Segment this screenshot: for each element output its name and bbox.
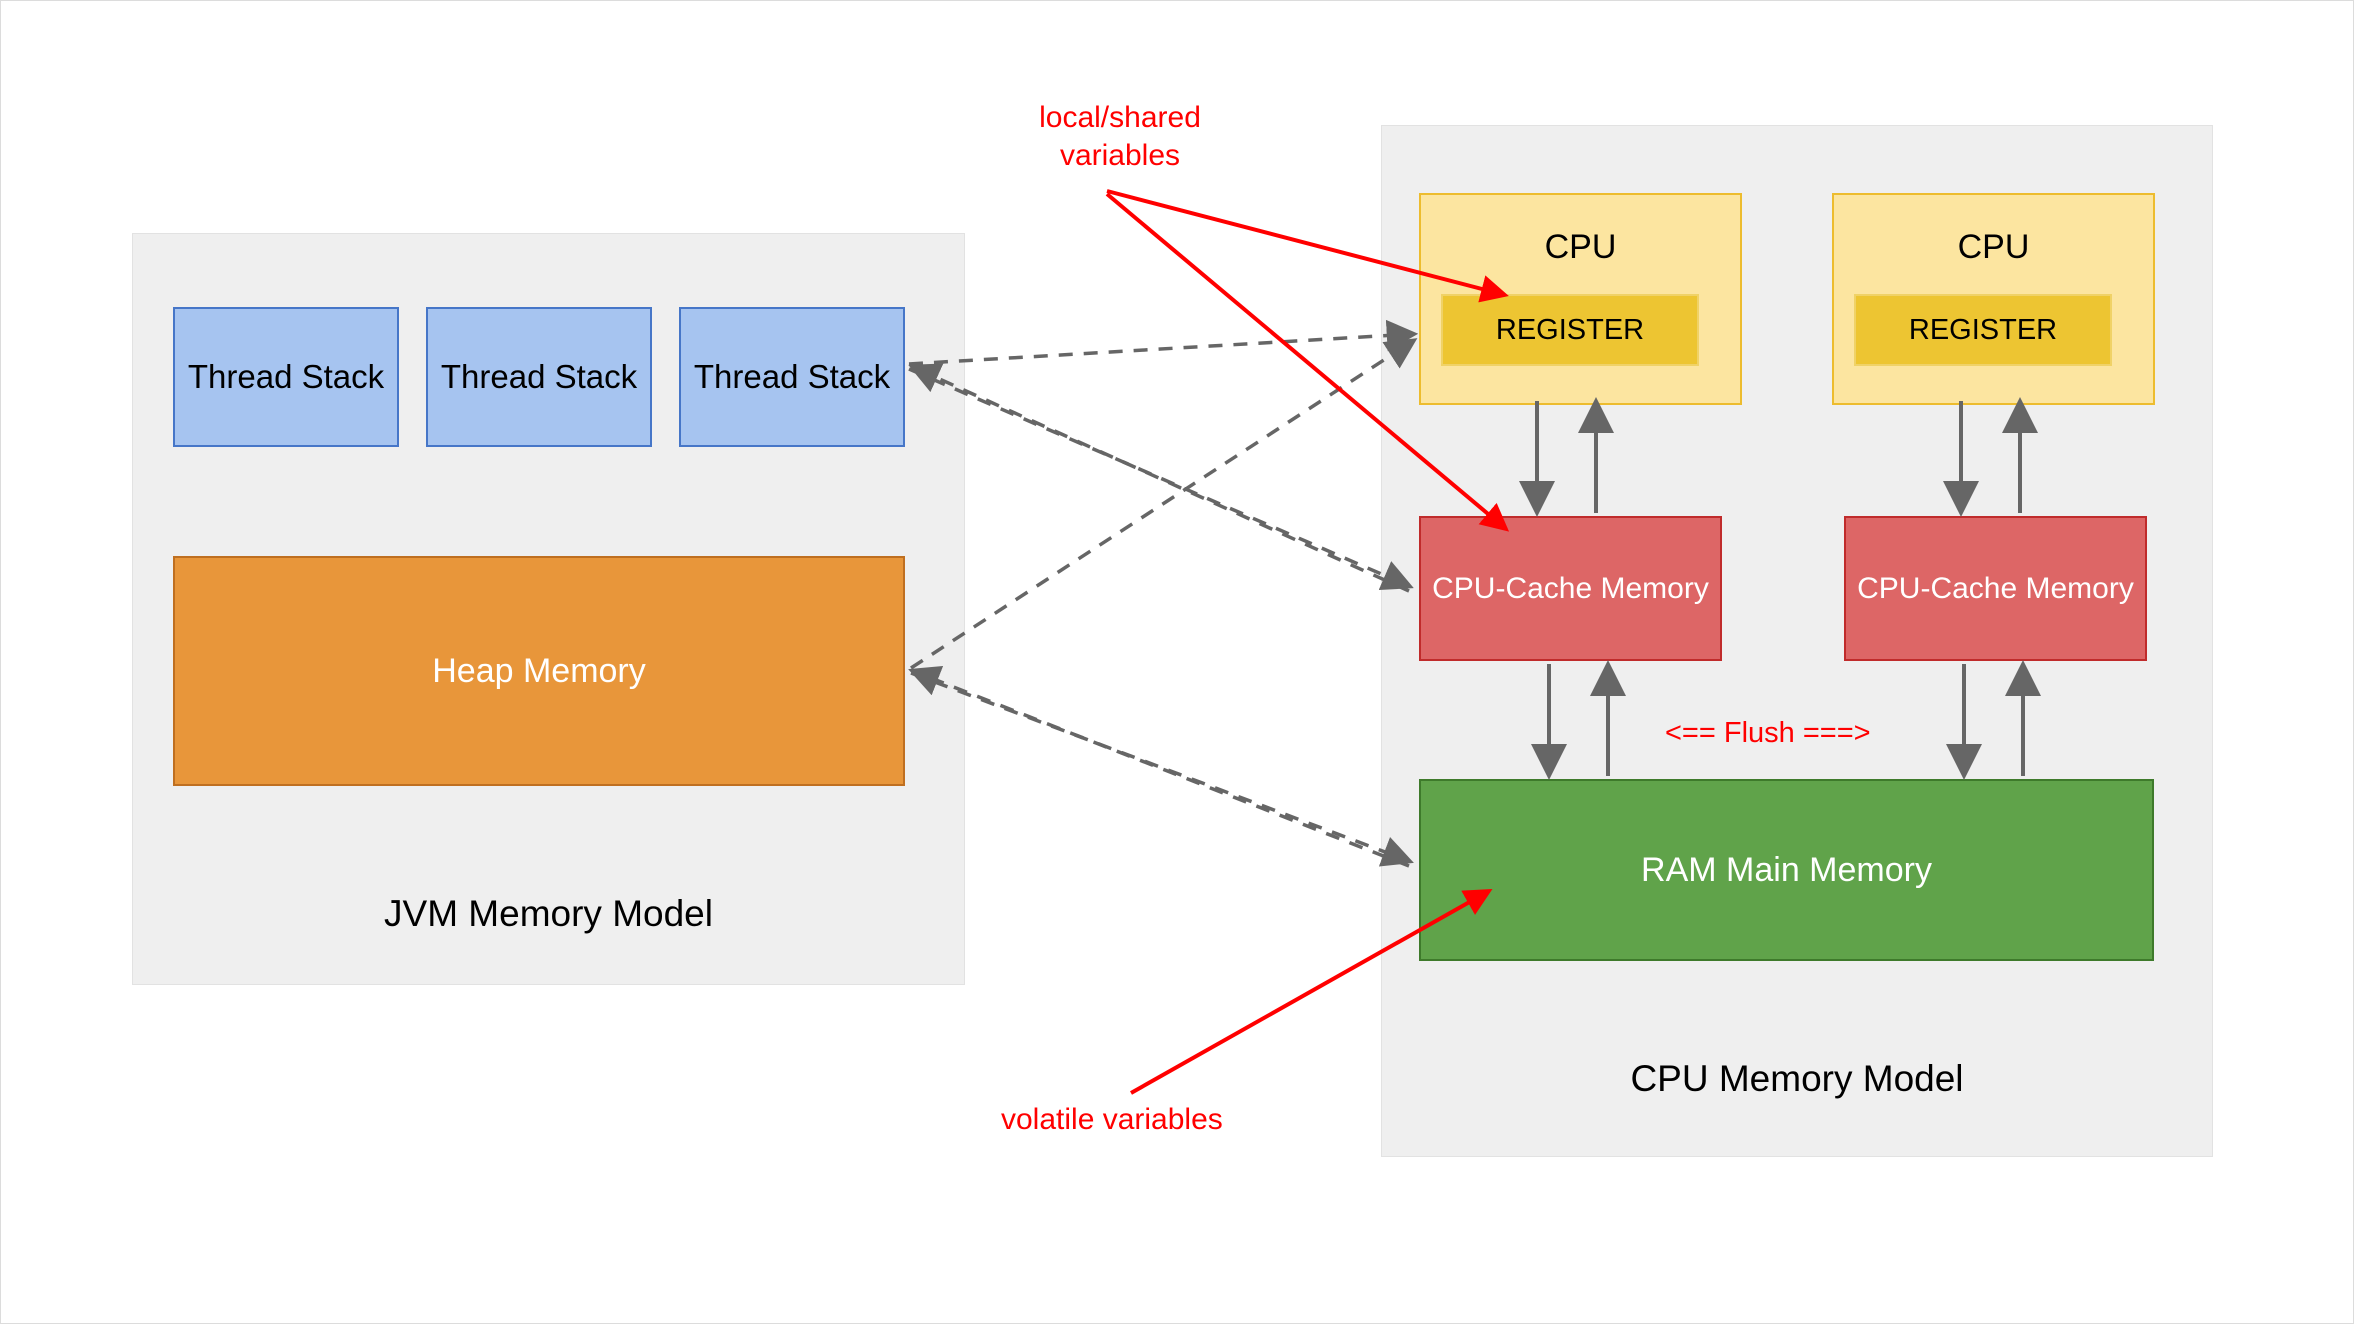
thread-stack-box-2[interactable]: Thread Stack — [426, 307, 652, 447]
dashed-arrow-ram-to-heap — [908, 665, 1410, 868]
register-label-2: REGISTER — [1908, 313, 2058, 346]
annotation-flush: <== Flush ===> — [1665, 717, 1871, 749]
cpu-label-2: CPU — [1957, 228, 2030, 266]
register-label-1: REGISTER — [1495, 313, 1645, 346]
cpu-cache-memory-box-1[interactable]: CPU-Cache Memory — [1419, 516, 1722, 661]
dashed-arrow-threadstack-to-cache — [908, 367, 1414, 590]
cpu-panel-title: CPU Memory Model — [1630, 1057, 1964, 1099]
cpu-cache-memory-box-2[interactable]: CPU-Cache Memory — [1844, 516, 2147, 661]
dashed-arrow-heap-to-ram — [910, 671, 1414, 867]
dashed-arrow-cache-to-threadstack — [908, 363, 1410, 593]
thread-stack-label-3: Thread Stack — [693, 357, 891, 395]
thread-stack-label-1: Thread Stack — [187, 357, 385, 395]
register-box-1[interactable]: REGISTER — [1441, 294, 1699, 366]
cpu-label-1: CPU — [1544, 228, 1617, 266]
annotation-volatile-variables: volatile variables — [1001, 1103, 1223, 1136]
heap-memory-label: Heap Memory — [432, 651, 646, 690]
jvm-panel-title: JVM Memory Model — [384, 892, 713, 934]
ram-main-memory-box[interactable]: RAM Main Memory — [1419, 779, 2154, 961]
cpu-cache-label-2: CPU-Cache Memory — [1857, 571, 2134, 605]
ram-main-memory-label: RAM Main Memory — [1641, 850, 1932, 889]
thread-stack-label-2: Thread Stack — [440, 357, 638, 395]
register-box-2[interactable]: REGISTER — [1854, 294, 2112, 366]
annotation-local-shared-variables: local/shared variables — [1039, 101, 1201, 172]
heap-memory-box[interactable]: Heap Memory — [173, 556, 905, 786]
dashed-arrow-threadstack-to-register — [908, 319, 1419, 366]
dashed-arrow-heap-to-register — [910, 338, 1418, 670]
cpu-cache-label-1: CPU-Cache Memory — [1432, 571, 1709, 605]
thread-stack-box-3[interactable]: Thread Stack — [679, 307, 905, 447]
thread-stack-box-1[interactable]: Thread Stack — [173, 307, 399, 447]
